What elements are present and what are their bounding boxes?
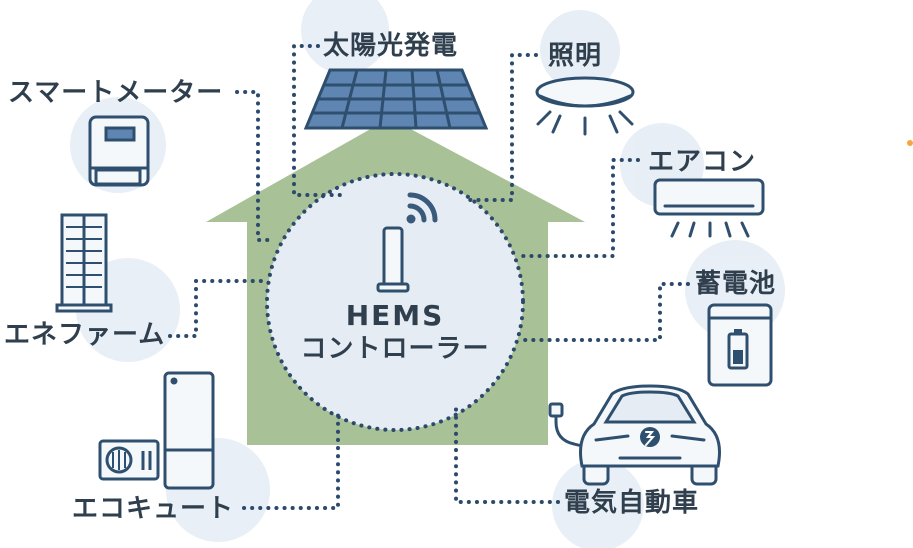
ceiling-light-icon [535,76,635,136]
label-ev: 電気自動車 [564,488,700,518]
electric-car-icon [548,384,721,486]
connection-lines [168,44,690,510]
hems-controller-circle [265,172,525,432]
line-storage [520,282,690,342]
label-eco-cute: エコキュート [72,494,235,524]
line-lighting [468,53,538,202]
storage-battery-icon [707,303,773,387]
eco-cute-icon [98,371,215,490]
solar-panel-icon [303,68,489,130]
line-eco-cute [242,413,340,510]
label-storage-battery: 蓄電池 [695,269,777,299]
line-aircon [518,158,640,258]
label-solar: 太陽光発電 [323,31,459,61]
line-ev [454,400,560,504]
smart-meter-icon [88,115,150,187]
label-smart-meter: スマートメーター [8,78,224,108]
ene-farm-icon [55,213,113,313]
controller-title: コントローラー [300,334,490,364]
label-ene-farm: エネファーム [4,320,166,350]
hems-title: HEMS [345,299,445,332]
label-aircon: エアコン [648,147,757,177]
router-icon [376,192,438,293]
label-lighting: 照明 [548,41,603,71]
line-solar [292,44,342,197]
accent-dot [907,140,913,146]
air-conditioner-icon [653,178,765,238]
